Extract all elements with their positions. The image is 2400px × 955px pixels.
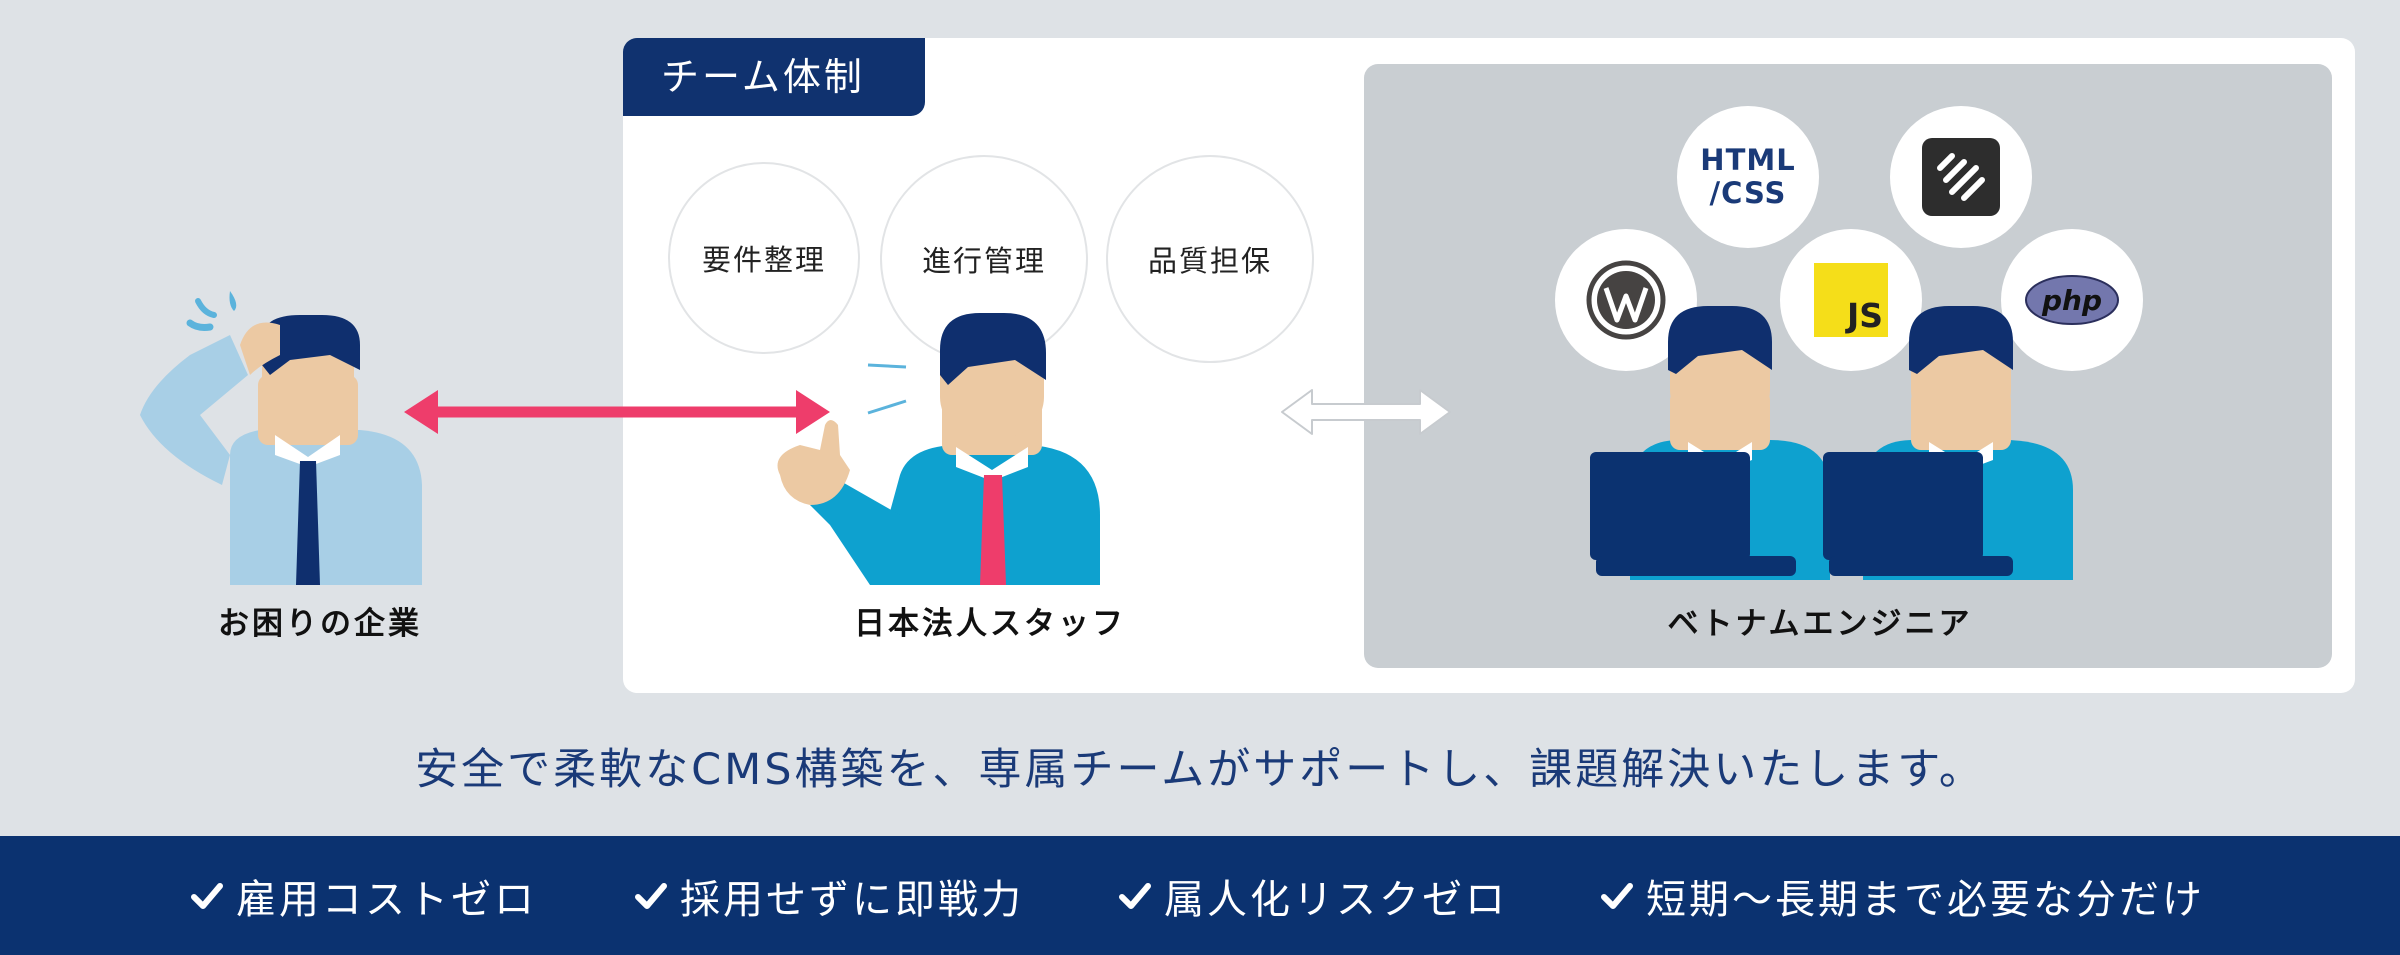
- japan-staff-label: 日本法人スタッフ: [854, 606, 1126, 642]
- staff-engineer-arrow: [1281, 389, 1451, 435]
- role-requirements: 要件整理: [668, 162, 860, 354]
- vietnam-engineer-figure-1: [1590, 306, 1830, 580]
- check-icon: [1601, 882, 1633, 909]
- troubled-client-figure: [140, 291, 422, 585]
- benefit-item-2: 採用せずに即戦力: [634, 836, 1024, 955]
- css-label: /CSS: [1709, 176, 1787, 210]
- php-icon: php: [2001, 229, 2143, 371]
- javascript-icon: JS: [1780, 229, 1922, 371]
- benefit-item-4: 短期〜長期まで必要な分だけ: [1600, 836, 2205, 955]
- concrete-cms-icon: [1890, 106, 2032, 248]
- role-progress-management: 進行管理: [880, 155, 1088, 363]
- client-label: お困りの企業: [218, 606, 422, 642]
- check-icon: [635, 882, 667, 909]
- role-quality-assurance: 品質担保: [1106, 155, 1314, 363]
- vietnam-engineers-label: ベトナムエンジニア: [1667, 606, 1973, 642]
- html-label: HTML: [1700, 143, 1796, 177]
- vietnam-engineer-figure-2: [1823, 306, 2073, 580]
- benefit-label: 雇用コストゼロ: [236, 876, 537, 923]
- check-icon: [1119, 882, 1151, 909]
- benefit-item-1: 雇用コストゼロ: [190, 836, 537, 955]
- check-icon: [191, 882, 223, 909]
- benefit-item-3: 属人化リスクゼロ: [1118, 836, 1508, 955]
- js-label: JS: [1846, 296, 1883, 335]
- client-staff-arrow: [404, 390, 830, 434]
- japan-staff-figure: [777, 313, 1100, 585]
- team-tab-label: チーム体制: [623, 38, 925, 116]
- benefit-bar: 雇用コストゼロ 採用せずに即戦力 属人化リスクゼロ 短期〜長期まで必要な分だけ: [0, 836, 2400, 955]
- tagline: 安全で柔軟なCMS構築を、専属チームがサポートし、課題解決いたします。: [415, 745, 1985, 795]
- benefit-label: 属人化リスクゼロ: [1164, 876, 1508, 923]
- html-css-icon: HTML /CSS: [1677, 106, 1819, 248]
- benefit-label: 採用せずに即戦力: [680, 876, 1024, 923]
- benefit-label: 短期〜長期まで必要な分だけ: [1646, 876, 2205, 923]
- php-label: php: [2041, 284, 2102, 317]
